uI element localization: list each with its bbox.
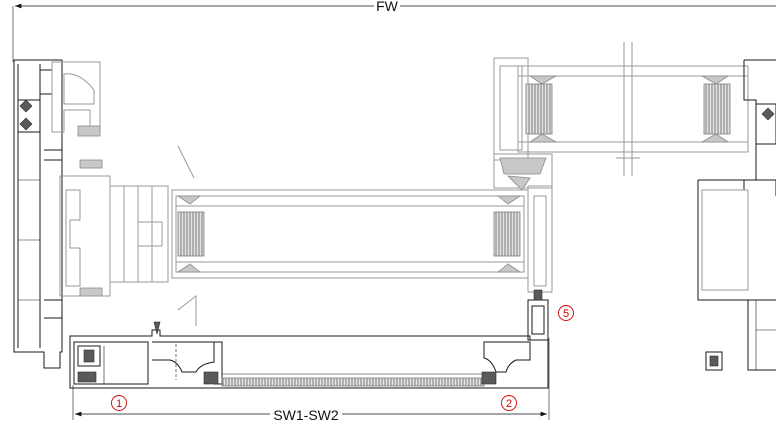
sash-width-label: SW1-SW2 (273, 407, 339, 423)
svg-text:5: 5 (563, 308, 569, 320)
overall-width-label: FW (376, 0, 399, 14)
right-upper-profile (493, 42, 749, 191)
callout-1: 1 (111, 395, 127, 411)
left-outer-frame (13, 59, 63, 369)
bottom-threshold-profile (69, 289, 549, 389)
svg-text:2: 2 (506, 398, 512, 410)
svg-text:1: 1 (116, 398, 122, 410)
sash-width-dimension: SW1-SW2 (72, 338, 550, 423)
left-fixed-profile (51, 61, 197, 326)
callout-2: 2 (501, 395, 517, 411)
overall-width-dimension: FW (12, 0, 776, 62)
right-outer-frame (697, 59, 776, 371)
callout-5: 5 (558, 305, 574, 321)
left-sash-glazing (171, 185, 553, 293)
